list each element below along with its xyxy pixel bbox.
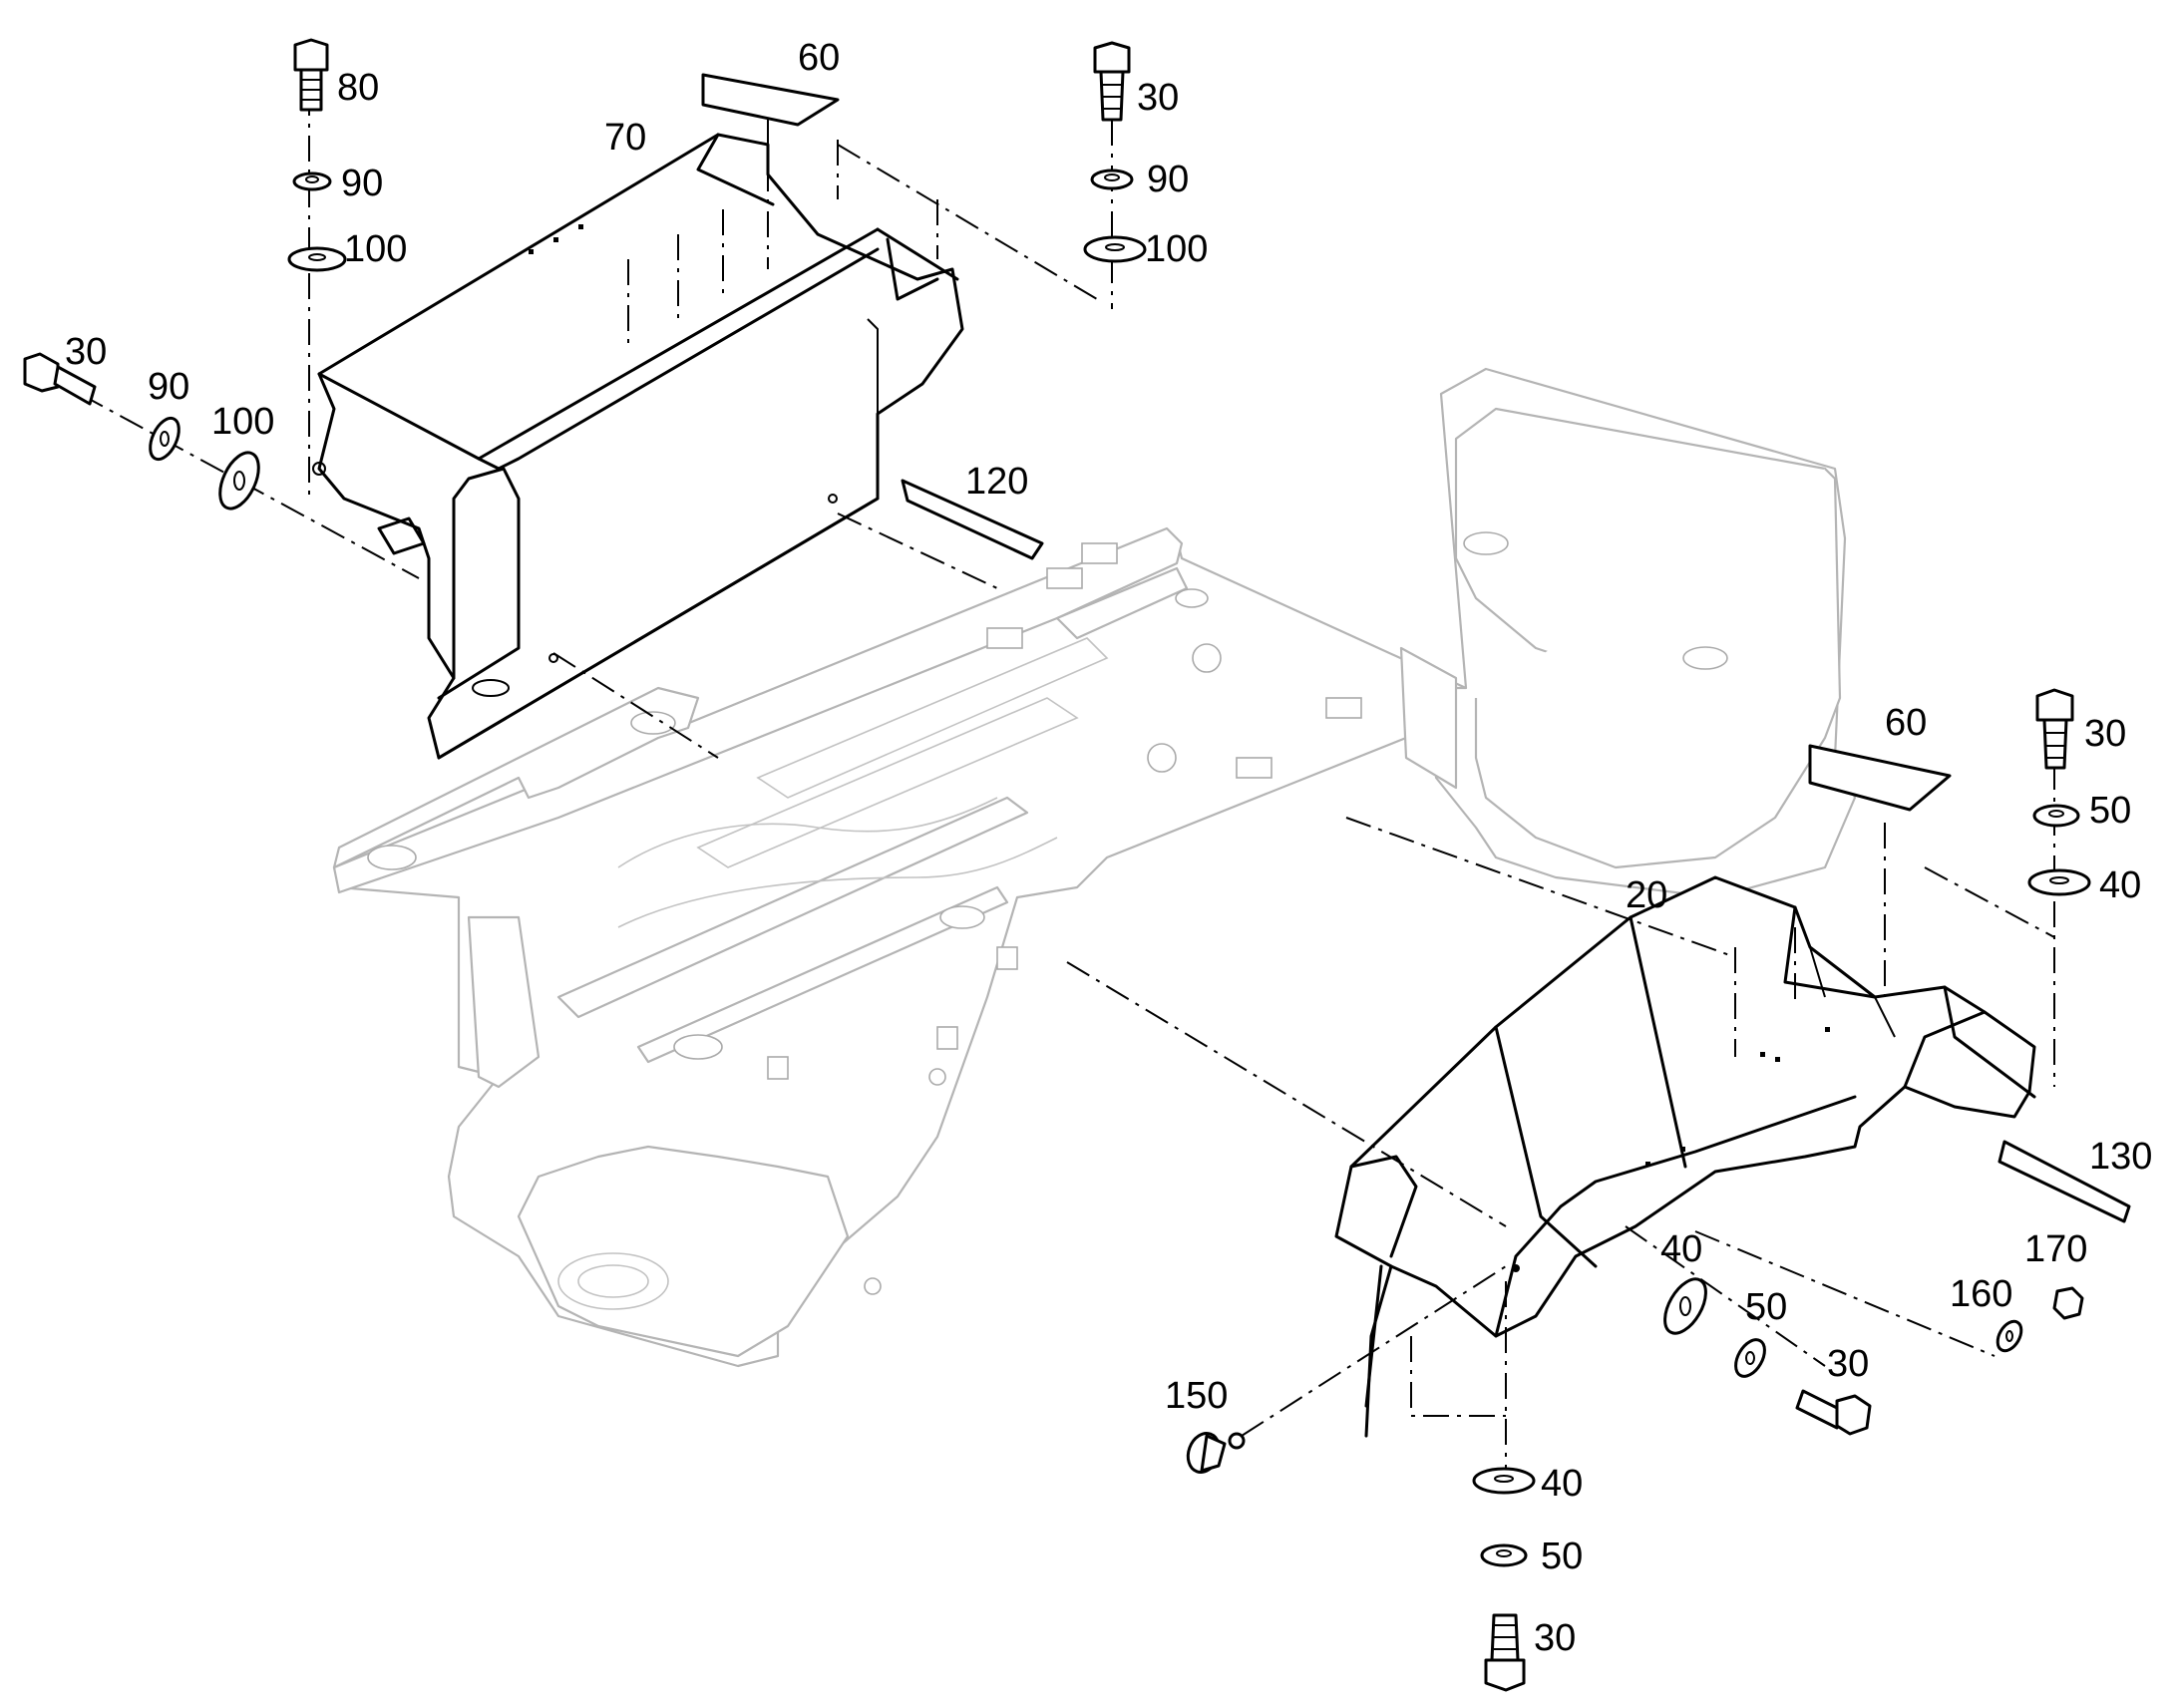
callout-170: 170 bbox=[2024, 1228, 2087, 1270]
bolt-30-top-right-icon bbox=[1093, 41, 1131, 122]
callout-30-top-right: 30 bbox=[1137, 77, 1179, 119]
callout-50-bottom: 50 bbox=[1541, 1536, 1583, 1577]
plug-150-icon bbox=[1186, 1432, 1246, 1474]
callout-120: 120 bbox=[965, 461, 1028, 503]
callout-40-right: 40 bbox=[2099, 864, 2141, 906]
main-frame bbox=[332, 367, 1857, 1368]
callout-30-right: 30 bbox=[2084, 713, 2126, 755]
callout-90-left: 90 bbox=[148, 366, 189, 408]
callout-labels: 80 90 100 60 70 30 90 100 30 90 100 120 … bbox=[65, 37, 2152, 1659]
callout-80: 80 bbox=[337, 67, 379, 109]
callout-60-right: 60 bbox=[1885, 702, 1927, 744]
label-plate-60-top bbox=[701, 73, 840, 127]
callout-50-right: 50 bbox=[2089, 790, 2131, 832]
callout-160: 160 bbox=[1950, 1273, 2012, 1315]
bolt-30-left-icon bbox=[23, 352, 97, 406]
callout-100-top: 100 bbox=[344, 228, 407, 270]
callout-100-top-right: 100 bbox=[1145, 228, 1208, 270]
cover-70 bbox=[312, 133, 964, 760]
callout-20: 20 bbox=[1626, 874, 1667, 916]
callout-60-top: 60 bbox=[798, 37, 840, 79]
callout-90-top: 90 bbox=[341, 163, 383, 204]
callout-40-mid: 40 bbox=[1660, 1228, 1702, 1270]
bolt-30-right-icon bbox=[2035, 688, 2074, 770]
strip-130 bbox=[1998, 1140, 2131, 1223]
callout-90-top-right: 90 bbox=[1147, 159, 1189, 200]
callout-40-bottom: 40 bbox=[1541, 1463, 1583, 1505]
callout-70: 70 bbox=[604, 117, 646, 159]
strip-120 bbox=[901, 479, 1044, 560]
callout-30-left: 30 bbox=[65, 331, 107, 373]
cover-20 bbox=[1334, 875, 2036, 1438]
callout-100-left: 100 bbox=[211, 401, 274, 443]
callout-50-mid: 50 bbox=[1745, 1286, 1787, 1328]
callout-30-mid: 30 bbox=[1827, 1343, 1869, 1385]
bolt-30-mid-icon bbox=[1795, 1389, 1872, 1436]
callout-30-bottom: 30 bbox=[1534, 1617, 1576, 1659]
callout-130: 130 bbox=[2089, 1136, 2152, 1178]
callout-150: 150 bbox=[1165, 1375, 1228, 1417]
label-plate-60-right bbox=[1808, 744, 1952, 812]
bolt-80-icon bbox=[293, 38, 329, 112]
bolt-30-bottom-icon bbox=[1484, 1613, 1526, 1692]
nut-170-icon bbox=[2052, 1286, 2084, 1320]
